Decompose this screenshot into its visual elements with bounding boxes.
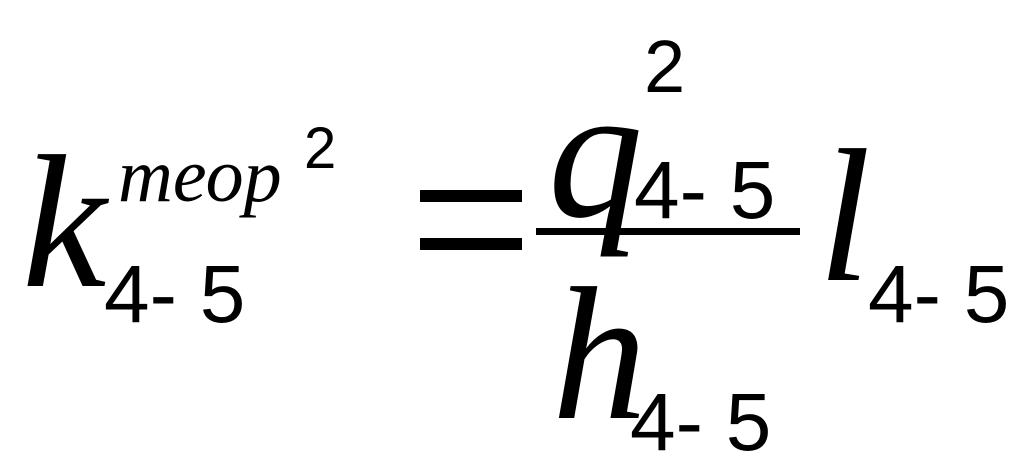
fraction-line: [536, 228, 800, 235]
denominator-base-variable: h: [552, 250, 647, 460]
multiplier-base-variable: l: [818, 112, 871, 322]
equals-bar-bottom: [420, 238, 522, 250]
lhs-base-variable: k: [22, 118, 107, 328]
denominator-subscript: 4- 5: [630, 377, 772, 468]
equals-bar-top: [420, 190, 522, 202]
lhs-superscript-power: 2: [304, 116, 337, 181]
equals-sign: [420, 190, 522, 252]
lhs-superscript: теор: [118, 134, 282, 218]
lhs-subscript: 4- 5: [104, 249, 246, 340]
numerator-base-variable: q: [548, 48, 643, 258]
numerator-subscript: 4- 5: [634, 145, 776, 236]
multiplier-subscript: 4- 5: [868, 249, 1010, 340]
numerator-power: 2: [644, 25, 686, 108]
